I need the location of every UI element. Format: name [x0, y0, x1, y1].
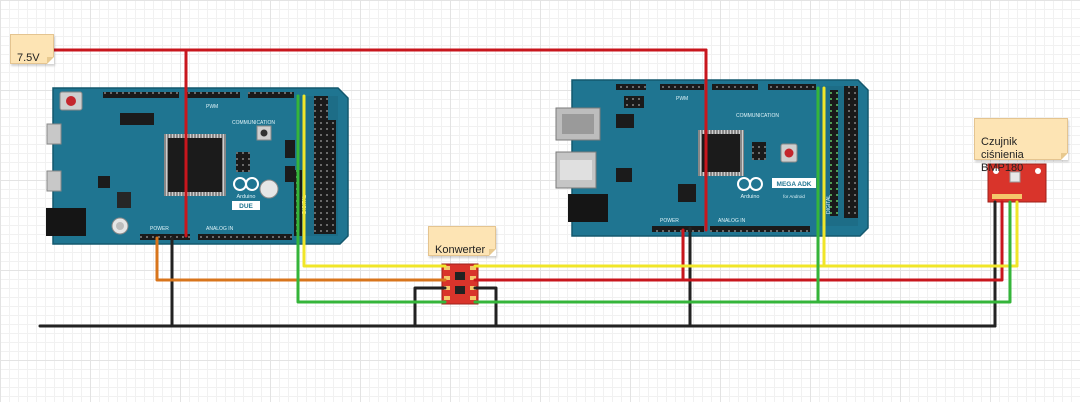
mega-top-header-a: [616, 84, 646, 90]
due-analog-header: [198, 234, 292, 240]
arduino-due-board[interactable]: Arduino DUE COMMUNICATION POWER ANALOG I…: [46, 87, 349, 245]
due-top-header-c: [248, 92, 294, 98]
due-power-jack: [46, 208, 86, 236]
due-communication-label: COMMUNICATION: [232, 120, 275, 126]
due-model-label: DUE: [239, 203, 253, 210]
wire-green-due-scl[interactable]: [296, 94, 447, 304]
wire-black-converter-gnd-b[interactable]: [473, 286, 498, 328]
wire-green-converter-sensor[interactable]: [473, 200, 1012, 304]
wire-yellow-due-sda[interactable]: [302, 94, 447, 268]
note-converter-text: Konwerter: [435, 244, 486, 256]
due-top-header-b: [186, 92, 240, 98]
due-power-label: POWER: [150, 226, 169, 232]
due-usb-programming: [46, 170, 62, 192]
wires: [38, 48, 1019, 328]
mega-top-header-b: [660, 84, 704, 90]
note-sensor-text: Czujnik ciśnienia BMP180: [981, 136, 1024, 174]
logic-level-converter[interactable]: [441, 263, 479, 305]
due-power-header: [140, 234, 190, 240]
due-usb-native: [46, 123, 62, 145]
note-voltage[interactable]: 7.5V: [10, 34, 54, 64]
wire-orange-due-3v3[interactable]: [155, 236, 447, 282]
due-analog-label: ANALOG IN: [206, 226, 234, 232]
mega-side-header: [830, 90, 838, 216]
mega-analog-label: ANALOG IN: [718, 218, 746, 224]
due-pwm-label: PWM: [206, 104, 218, 110]
bmp180-sensor[interactable]: [987, 163, 1047, 203]
due-brand-label: Arduino: [237, 194, 256, 200]
mega-analog-header: [710, 226, 810, 232]
mega-digital-header: [844, 86, 858, 218]
mega-power-jack: [568, 194, 608, 222]
mega-communication-label: COMMUNICATION: [736, 113, 779, 119]
mega-tagline-label: for Android: [783, 194, 805, 199]
wire-yellow-converter-sensor[interactable]: [473, 200, 1019, 268]
due-arduino-logo: Arduino DUE: [232, 177, 260, 210]
mega-pwm-label: PWM: [676, 96, 688, 102]
mega-top-header-d: [768, 84, 816, 90]
due-top-header-a: [103, 92, 179, 98]
wire-black-converter-gnd-a[interactable]: [413, 286, 447, 328]
note-converter[interactable]: Konwerter: [428, 226, 496, 256]
mega-power-header: [652, 226, 704, 232]
due-digital-header-b: [328, 120, 336, 234]
mega-arduino-logo: Arduino MEGA ADK for Android: [737, 177, 816, 200]
note-sensor[interactable]: Czujnik ciśnienia BMP180: [974, 118, 1068, 174]
mega-top-header-c: [712, 84, 758, 90]
wire-red-converter-hv[interactable]: [473, 200, 1004, 282]
mega-digital-label: DIGITAL: [826, 195, 832, 214]
due-digital-header: [314, 96, 328, 234]
mega-power-label: POWER: [660, 218, 679, 224]
arduino-mega-adk-board[interactable]: Arduino MEGA ADK for Android COMMUNICATI…: [555, 79, 869, 237]
mega-model-label: MEGA ADK: [777, 181, 812, 188]
note-voltage-text: 7.5V: [17, 52, 40, 64]
mega-brand-label: Arduino: [741, 194, 760, 200]
due-capacitor-2: [259, 179, 279, 199]
